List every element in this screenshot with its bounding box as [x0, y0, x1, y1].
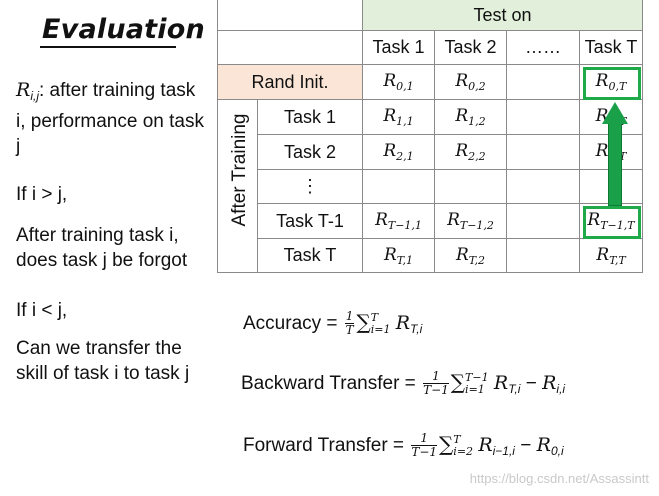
matrix-cell	[506, 238, 580, 273]
row-label: Task T	[257, 238, 363, 273]
matrix-cell	[434, 169, 507, 204]
matrix-cell	[506, 134, 580, 170]
row-label-ellipsis: ⋮	[257, 169, 363, 204]
up-arrow-icon	[602, 102, 628, 124]
definition-description: : after training task i, performance on …	[16, 80, 204, 157]
page-title: Evaluation	[42, 14, 205, 45]
matrix-cell	[506, 99, 580, 135]
highlight-box-task-t-1	[583, 206, 641, 239]
matrix-cell	[362, 169, 435, 204]
test-on-header: Test on	[362, 0, 643, 31]
watermark: https://blog.csdn.net/Assassintt	[469, 471, 649, 486]
after-training-label: After Training	[229, 113, 250, 227]
matrix-cell: RT,1	[362, 238, 435, 273]
column-header: Task 2	[434, 30, 507, 65]
matrix-cell: RT−1,1	[362, 203, 435, 239]
column-header: ……	[506, 30, 580, 65]
matrix-cell	[506, 203, 580, 239]
condition-forgetting: If i > j,	[16, 184, 68, 205]
matrix-cell	[506, 169, 580, 204]
matrix-cell: R2,1	[362, 134, 435, 170]
question-transfer: Can we transfer the skill of task i to t…	[16, 338, 190, 384]
condition-transfer: If i < j,	[16, 300, 68, 321]
matrix-cell: RT,T	[579, 238, 643, 273]
row-label-rand-init: Rand Init.	[217, 64, 363, 100]
matrix-cell	[506, 64, 580, 100]
row-label: Task 2	[257, 134, 363, 170]
corner-cell-lower	[217, 30, 363, 65]
matrix-cell: R2,2	[434, 134, 507, 170]
matrix-cell: R0,T	[579, 64, 643, 100]
row-label: Task T-1	[257, 203, 363, 239]
matrix-cell: RT−1,2	[434, 203, 507, 239]
matrix-cell: R0,2	[434, 64, 507, 100]
definition-subscript: i,j	[30, 89, 39, 103]
definition-text: Ri,j: after training task i, performance…	[16, 78, 206, 159]
matrix-cell: R1,2	[434, 99, 507, 135]
row-label: Task 1	[257, 99, 363, 135]
corner-cell	[217, 0, 363, 31]
matrix-cell: RT,2	[434, 238, 507, 273]
question-forgetting: After training task i, does task j be fo…	[16, 225, 188, 271]
up-arrow-shaft	[608, 122, 622, 206]
column-header: Task 1	[362, 30, 435, 65]
evaluation-matrix: Test on Task 1 Task 2 …… Task T Rand Ini…	[217, 0, 643, 273]
definition-symbol: R	[16, 79, 31, 101]
after-training-cell	[217, 99, 258, 273]
title-underline	[40, 46, 176, 48]
highlight-box-rand-init	[583, 67, 641, 100]
matrix-cell: R0,1	[362, 64, 435, 100]
matrix-cell: R1,1	[362, 99, 435, 135]
column-header: Task T	[579, 30, 643, 65]
